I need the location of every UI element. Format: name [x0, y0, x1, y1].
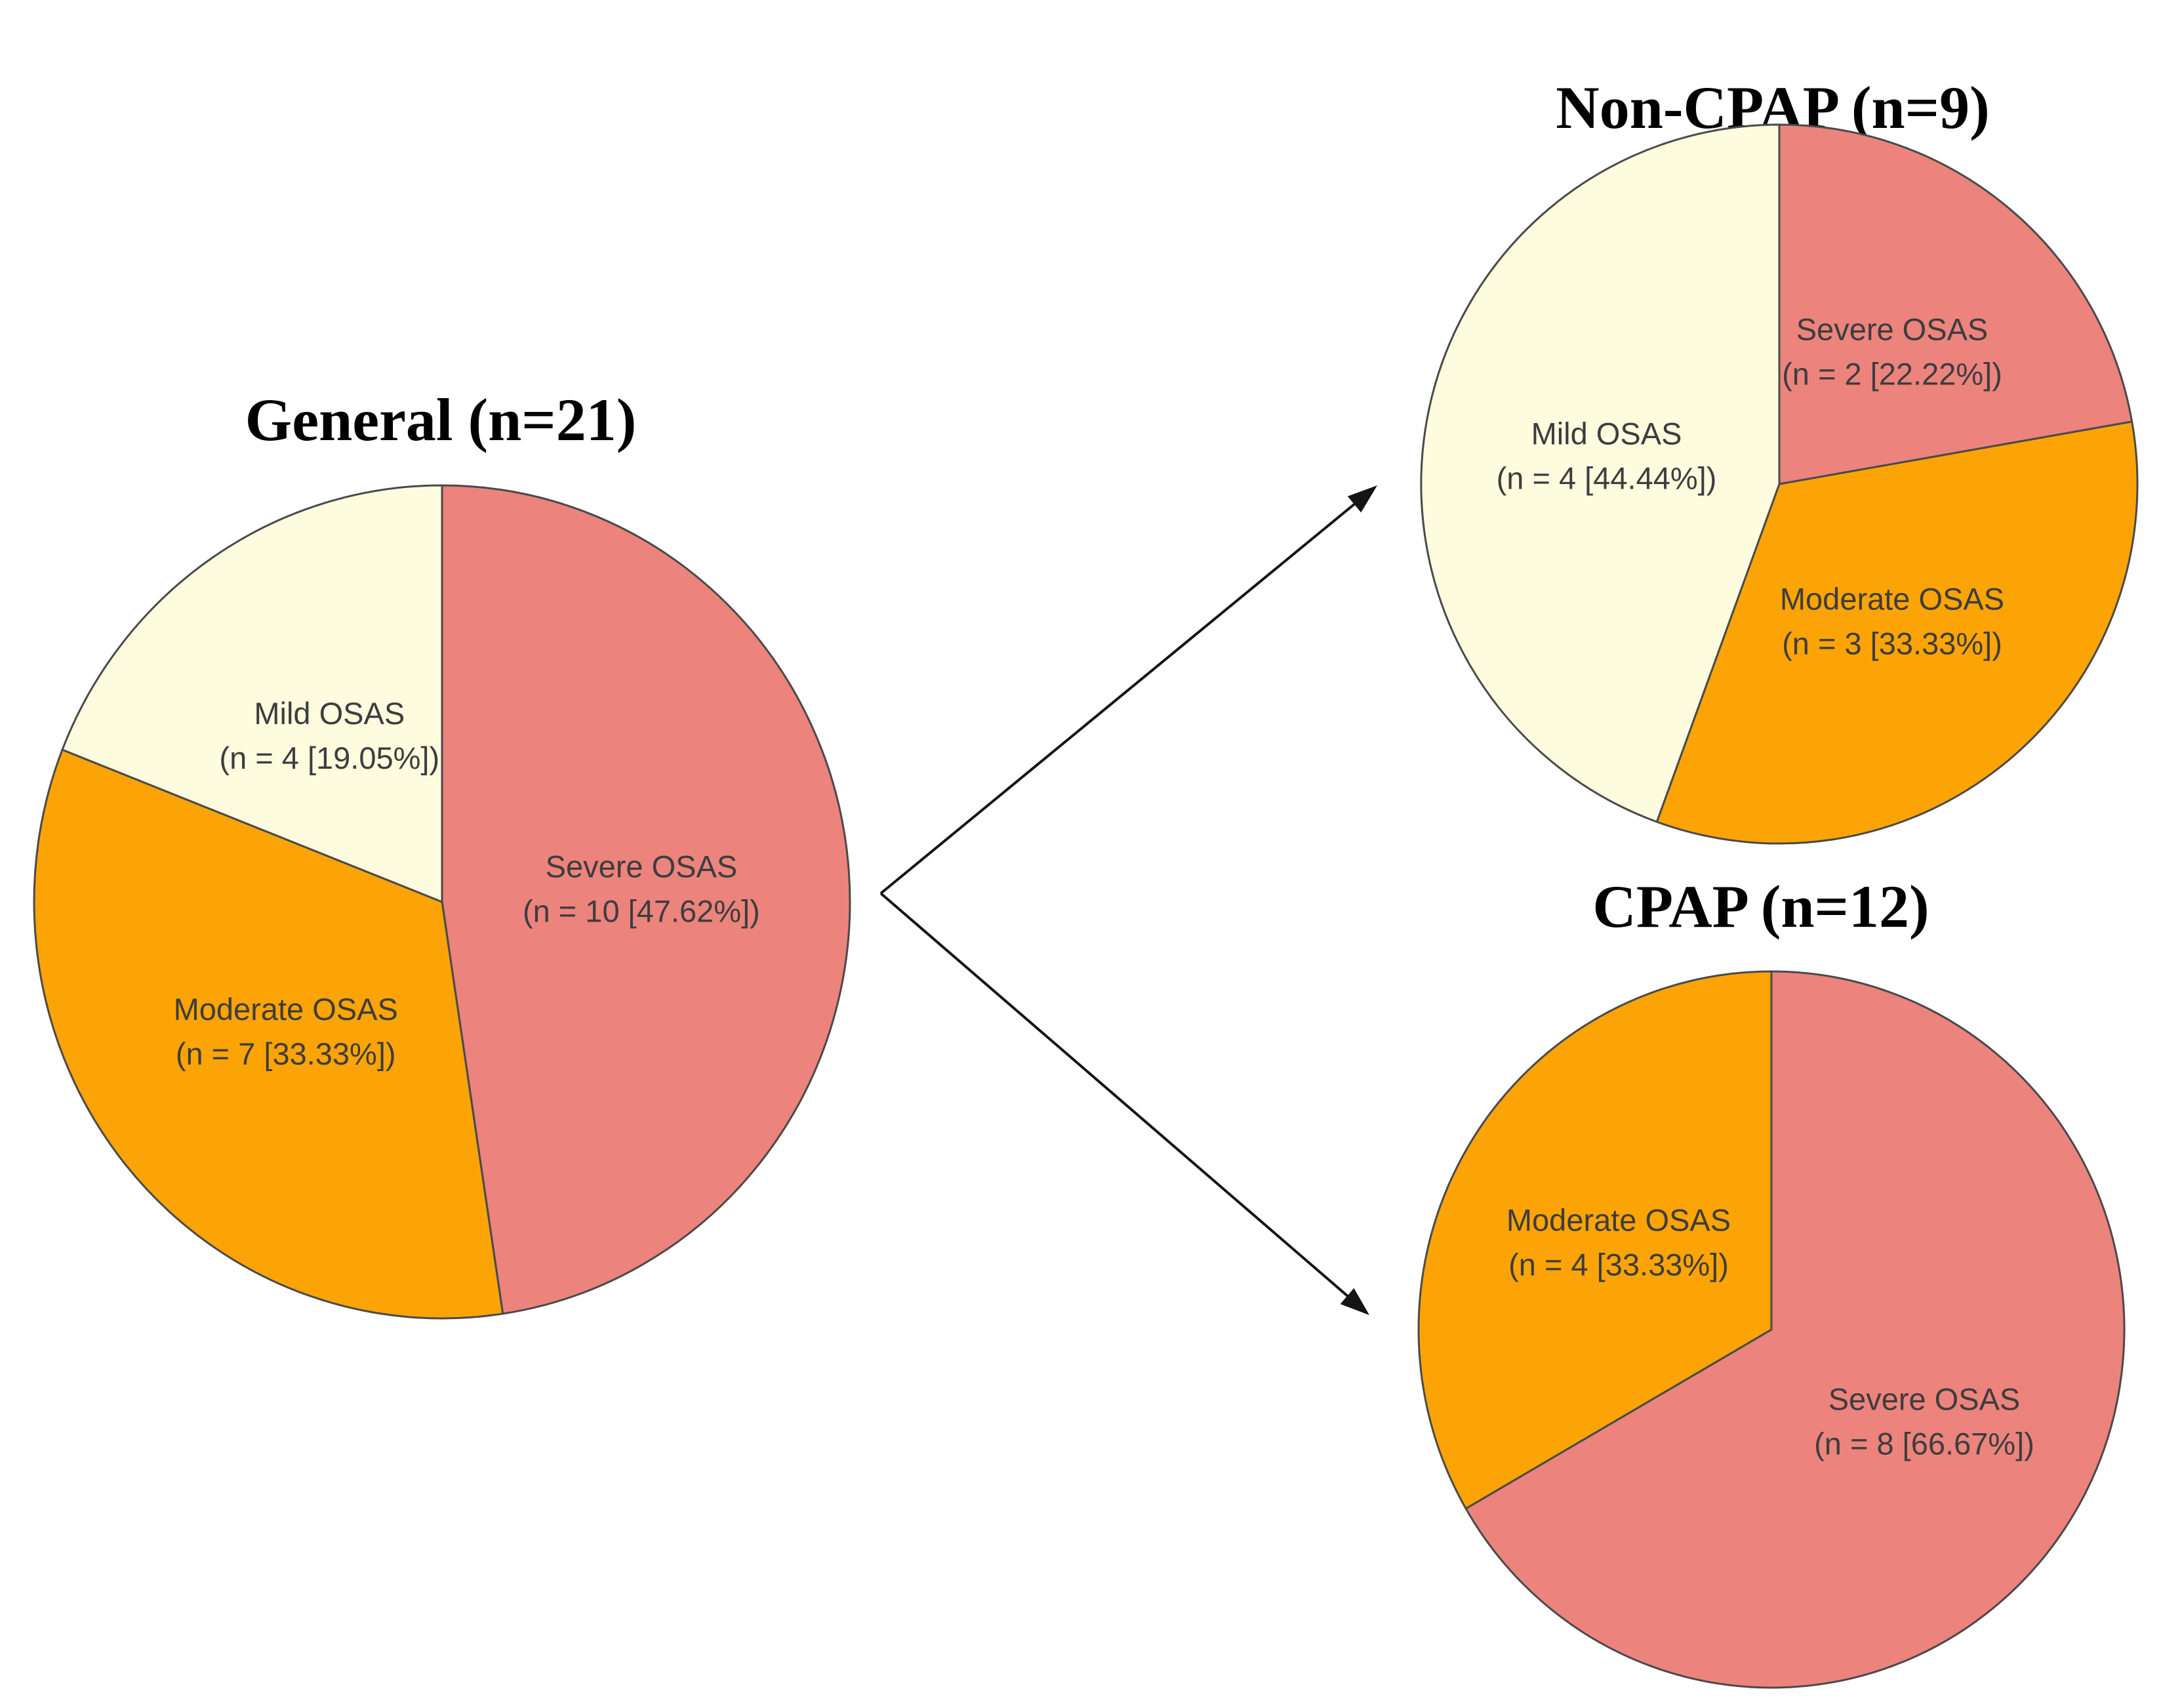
- slice-label-name: Mild OSAS: [1531, 416, 1682, 451]
- slice-label-detail: (n = 8 [66.67%]): [1814, 1427, 2034, 1461]
- slice-label-name: Severe OSAS: [1796, 312, 1989, 346]
- pie-title-cpap: CPAP (n=12): [1592, 873, 1929, 940]
- pie-slice-severe-osas: [1464, 970, 2126, 1689]
- slice-label-detail: (n = 2 [22.22%]): [1782, 356, 2002, 391]
- pie-slice-mild-osas: [1420, 123, 1781, 823]
- pie-slice-mild-osas: [61, 484, 443, 903]
- slice-label-detail: (n = 4 [19.05%]): [219, 741, 439, 775]
- slice-label-detail: (n = 7 [33.33%]): [176, 1036, 396, 1071]
- slice-label-detail: (n = 4 [33.33%]): [1508, 1248, 1729, 1282]
- pie-chart-general: Severe OSAS (n = 10 [47.62%]) Moderate OSA…: [33, 484, 851, 1320]
- pie-slice-severe-osas: [1778, 123, 2133, 485]
- arrow-to-non-cpap: [879, 485, 1377, 895]
- slice-label-name: Moderate OSAS: [1780, 582, 2004, 617]
- slice-label-name: Moderate OSAS: [174, 992, 398, 1027]
- slice-label-name: Moderate OSAS: [1506, 1203, 1731, 1238]
- pie-slice-moderate-osas: [1417, 970, 1773, 1510]
- slice-label-name: Severe OSAS: [546, 849, 738, 884]
- pie-title-general: General (n=21): [245, 386, 637, 453]
- pie-slice-moderate-osas: [33, 748, 504, 1320]
- slice-label-detail: (n = 10 [47.62%]): [523, 894, 760, 929]
- pie-chart-non-cpap: Severe OSAS (n = 2 [22.22%]) Moderate OSAS…: [1420, 123, 2139, 845]
- slice-label-name: Mild OSAS: [254, 696, 405, 731]
- pie-slice-severe-osas: [441, 484, 851, 1315]
- slice-label-name: Severe OSAS: [1828, 1382, 2021, 1417]
- pie-chart-cpap: Severe OSAS (n = 8 [66.67%]) Moderate OSAS…: [1417, 970, 2126, 1689]
- slice-label-detail: (n = 4 [44.44%]): [1497, 460, 1717, 495]
- arrow-to-cpap: [879, 892, 1369, 1315]
- pie-slice-moderate-osas: [1655, 420, 2139, 845]
- slice-label-detail: (n = 3 [33.33%]): [1782, 626, 2002, 661]
